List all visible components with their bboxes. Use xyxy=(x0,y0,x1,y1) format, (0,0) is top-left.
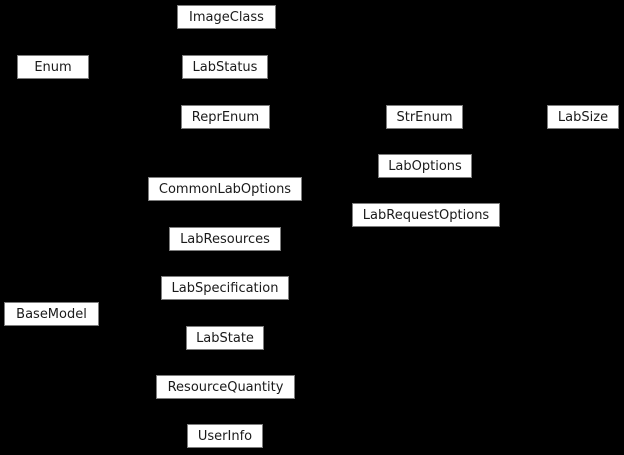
class-node-enum[interactable]: Enum xyxy=(17,55,89,79)
class-node-reprenum[interactable]: ReprEnum xyxy=(181,105,270,129)
class-node-laboptions[interactable]: LabOptions xyxy=(378,154,472,178)
class-node-resourcequantity[interactable]: ResourceQuantity xyxy=(156,375,295,399)
class-node-labstate[interactable]: LabState xyxy=(186,326,264,350)
class-node-commonlaboptions[interactable]: CommonLabOptions xyxy=(148,177,302,201)
class-node-labresources[interactable]: LabResources xyxy=(169,227,281,251)
class-node-labspecification[interactable]: LabSpecification xyxy=(161,276,289,300)
class-node-userinfo[interactable]: UserInfo xyxy=(187,424,263,448)
class-node-imageclass[interactable]: ImageClass xyxy=(177,5,276,29)
class-node-labsize[interactable]: LabSize xyxy=(547,105,619,129)
class-node-labrequestoptions[interactable]: LabRequestOptions xyxy=(352,203,500,227)
class-node-strenum[interactable]: StrEnum xyxy=(386,105,463,129)
class-node-labstatus[interactable]: LabStatus xyxy=(182,55,268,79)
class-node-basemodel[interactable]: BaseModel xyxy=(4,302,99,326)
